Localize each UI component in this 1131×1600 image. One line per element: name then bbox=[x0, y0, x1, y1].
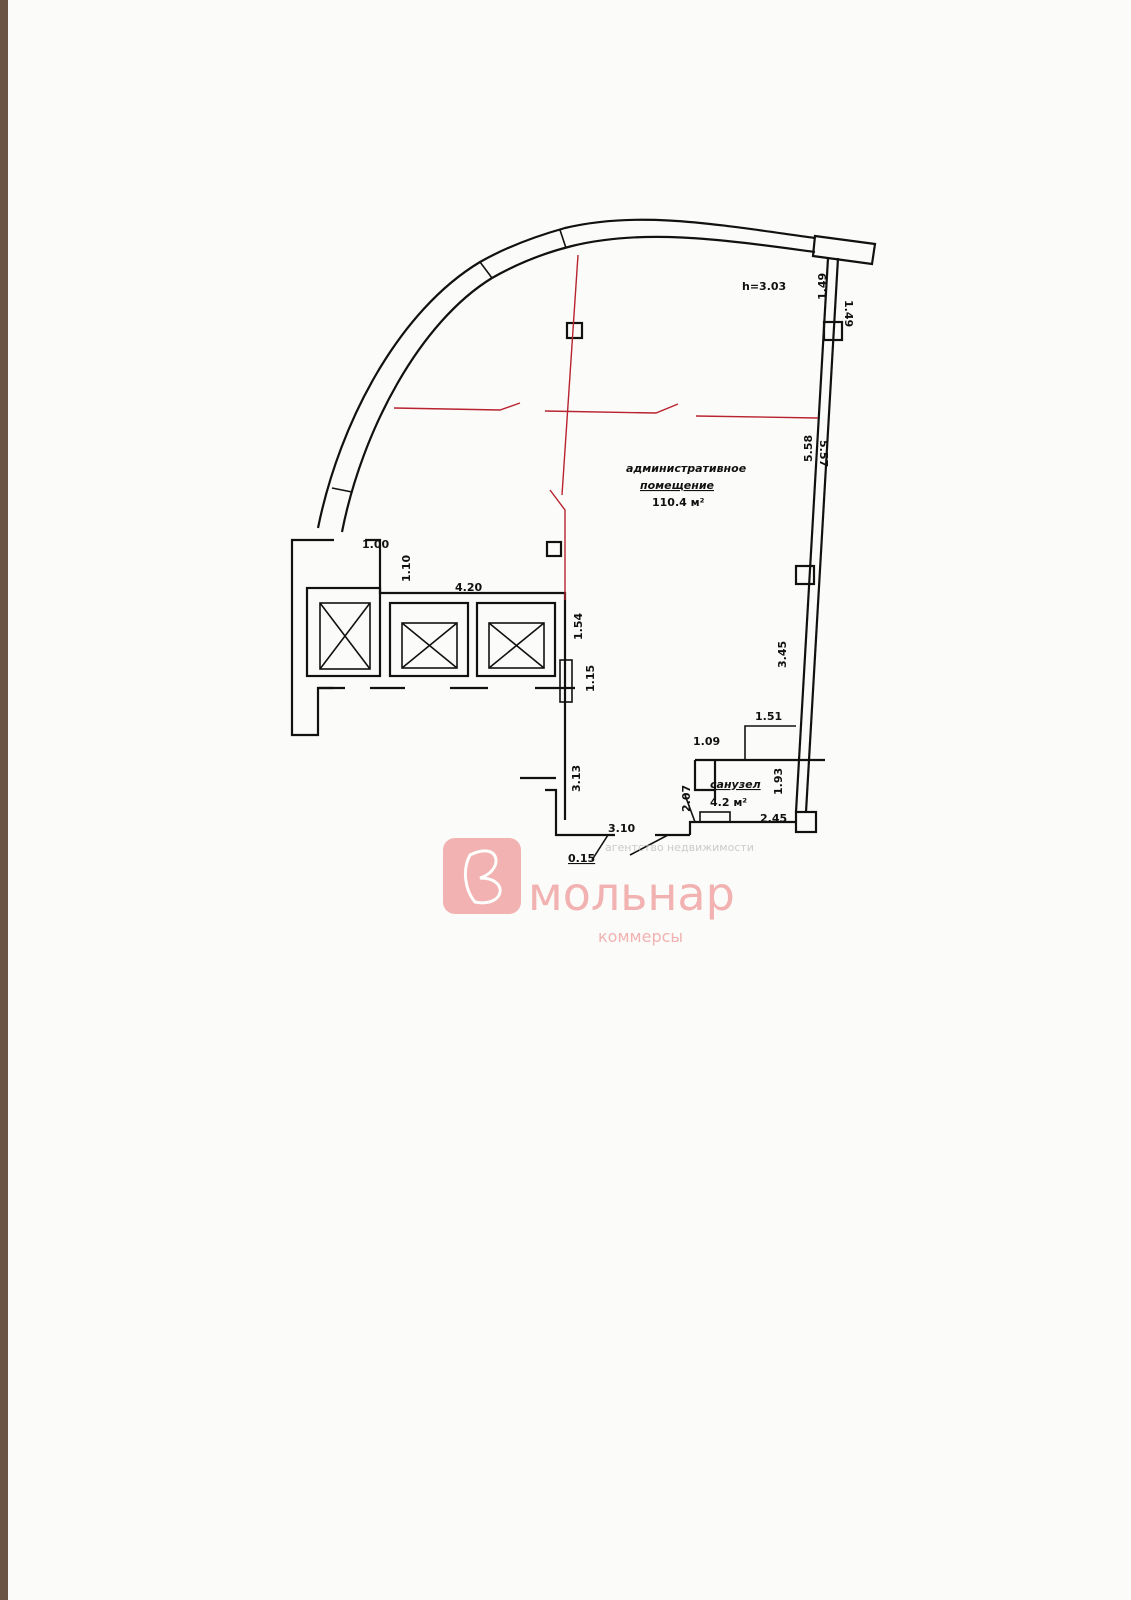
dim-label: 1.15 bbox=[584, 665, 597, 692]
dim-label: 1.09 bbox=[693, 735, 720, 748]
wc-name: санузел bbox=[710, 778, 761, 791]
watermark-tagline: агентство недвижимости bbox=[605, 841, 754, 854]
dim-label: 4.20 bbox=[455, 581, 482, 594]
dim-label: 1.49 bbox=[816, 273, 829, 300]
watermark-brand: мольнар bbox=[528, 867, 735, 921]
column bbox=[822, 320, 844, 342]
curved-outer-wall bbox=[316, 218, 877, 533]
column bbox=[794, 564, 816, 586]
floor-plan-sheet: h=3.03 1.49 1.49 5.58 5.57 административ… bbox=[8, 0, 1131, 1600]
dim-label: 0.15 bbox=[568, 852, 595, 865]
dim-label: 3.45 bbox=[776, 641, 789, 668]
watermark-sub: коммерсы bbox=[598, 927, 683, 946]
dim-label: 2.07 bbox=[680, 785, 693, 812]
room-name-line1: административное bbox=[626, 462, 747, 475]
room-name-line2: помещение bbox=[640, 479, 715, 492]
watermark: агентство недвижимости мольнар коммерсы bbox=[443, 838, 754, 946]
right-window-wall bbox=[794, 257, 844, 834]
dim-label: 3.13 bbox=[570, 765, 583, 792]
dim-label: 1.00 bbox=[362, 538, 389, 551]
wc-area: 4.2 м² bbox=[710, 796, 747, 809]
dim-label: 1.93 bbox=[772, 768, 785, 795]
wc-room bbox=[684, 725, 825, 823]
column bbox=[794, 810, 818, 834]
room-area: 110.4 м² bbox=[652, 496, 705, 509]
dim-label: 3.10 bbox=[608, 822, 635, 835]
dim-label: 1.10 bbox=[400, 555, 413, 582]
dim-label: 5.58 bbox=[802, 435, 815, 462]
column bbox=[565, 321, 584, 340]
floor-plan: h=3.03 1.49 1.49 5.58 5.57 административ… bbox=[290, 218, 877, 946]
elevator-core bbox=[290, 538, 796, 861]
dim-label: 1.49 bbox=[842, 300, 855, 327]
dim-label: 2.45 bbox=[760, 812, 787, 825]
partition-lines bbox=[393, 254, 819, 600]
ceiling-height-label: h=3.03 bbox=[742, 280, 786, 293]
dim-label: 1.54 bbox=[572, 613, 585, 640]
dim-label: 1.51 bbox=[755, 710, 782, 723]
dim-label: 5.57 bbox=[817, 440, 830, 467]
column bbox=[545, 540, 563, 558]
